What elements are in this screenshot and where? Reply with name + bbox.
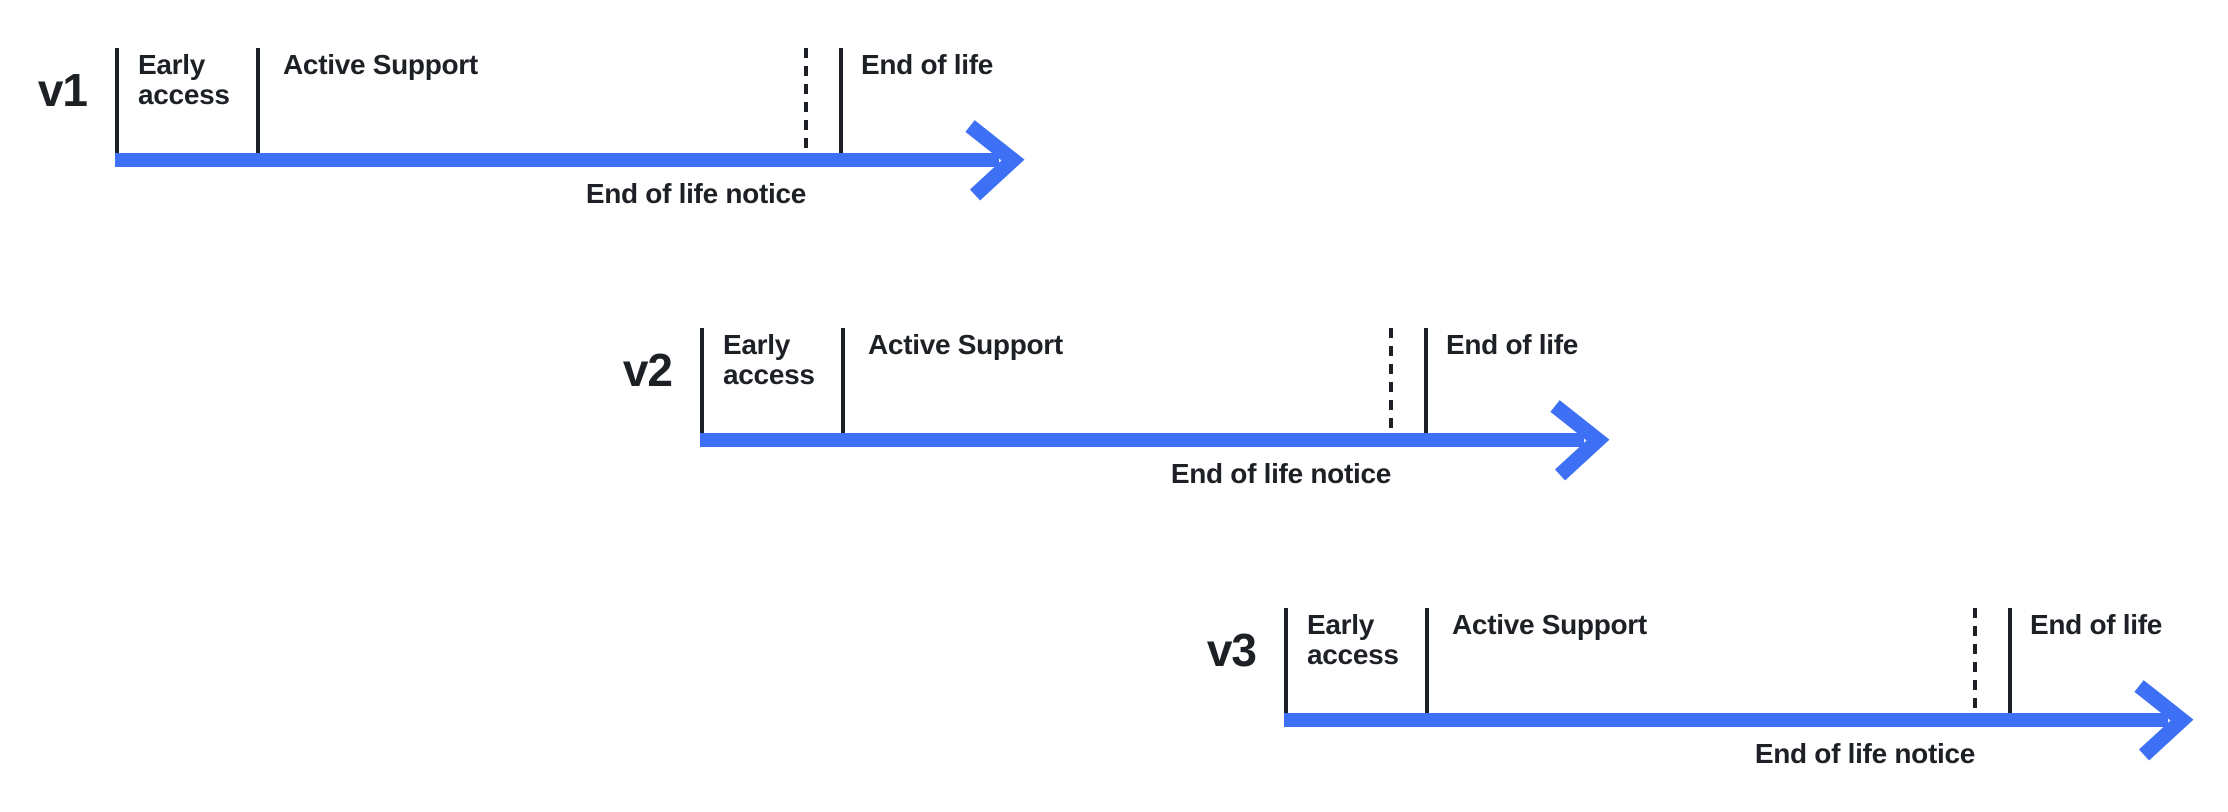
end-of-life-divider — [839, 48, 843, 153]
timeline-row-v1: v1 Early access Active Support End of li… — [38, 48, 1077, 220]
end-of-life-notice-label: End of life notice — [1754, 738, 1975, 769]
end-of-life-divider — [1424, 328, 1428, 433]
version-label: v1 — [37, 64, 88, 116]
active-support-label: Active Support — [1452, 609, 1647, 640]
early-access-start-divider — [700, 328, 704, 433]
timeline-arrow-shaft — [1284, 713, 2168, 727]
timeline-arrowhead-icon — [2116, 668, 2211, 773]
end-of-life-notice-label: End of life notice — [585, 178, 806, 209]
timeline-arrow-shaft — [115, 153, 999, 167]
eol-notice-dashed-line — [1389, 328, 1393, 433]
early-access-start-divider — [1284, 608, 1288, 713]
early-access-label: Early access — [723, 329, 815, 390]
timeline-arrowhead-icon — [1532, 388, 1627, 493]
early-access-label: Early access — [1307, 609, 1399, 670]
end-of-life-label: End of life — [1446, 329, 1579, 360]
end-of-life-label: End of life — [2030, 609, 2163, 640]
timeline-row-v3: v3 Early access Active Support End of li… — [1207, 608, 2228, 780]
timeline-arrowhead-icon — [947, 108, 1042, 213]
active-support-start-divider — [1425, 608, 1429, 713]
eol-notice-dashed-line — [804, 48, 808, 153]
end-of-life-notice-label: End of life notice — [1170, 458, 1391, 489]
end-of-life-divider — [2008, 608, 2012, 713]
active-support-label: Active Support — [283, 49, 478, 80]
active-support-start-divider — [256, 48, 260, 153]
version-label: v3 — [1206, 624, 1257, 676]
timeline-row-v2: v2 Early access Active Support End of li… — [623, 328, 1662, 500]
early-access-label: Early access — [138, 49, 230, 110]
end-of-life-label: End of life — [861, 49, 994, 80]
active-support-start-divider — [841, 328, 845, 433]
version-label: v2 — [622, 344, 673, 396]
eol-notice-dashed-line — [1973, 608, 1977, 713]
timeline-arrow-shaft — [700, 433, 1584, 447]
active-support-label: Active Support — [868, 329, 1063, 360]
early-access-start-divider — [115, 48, 119, 153]
